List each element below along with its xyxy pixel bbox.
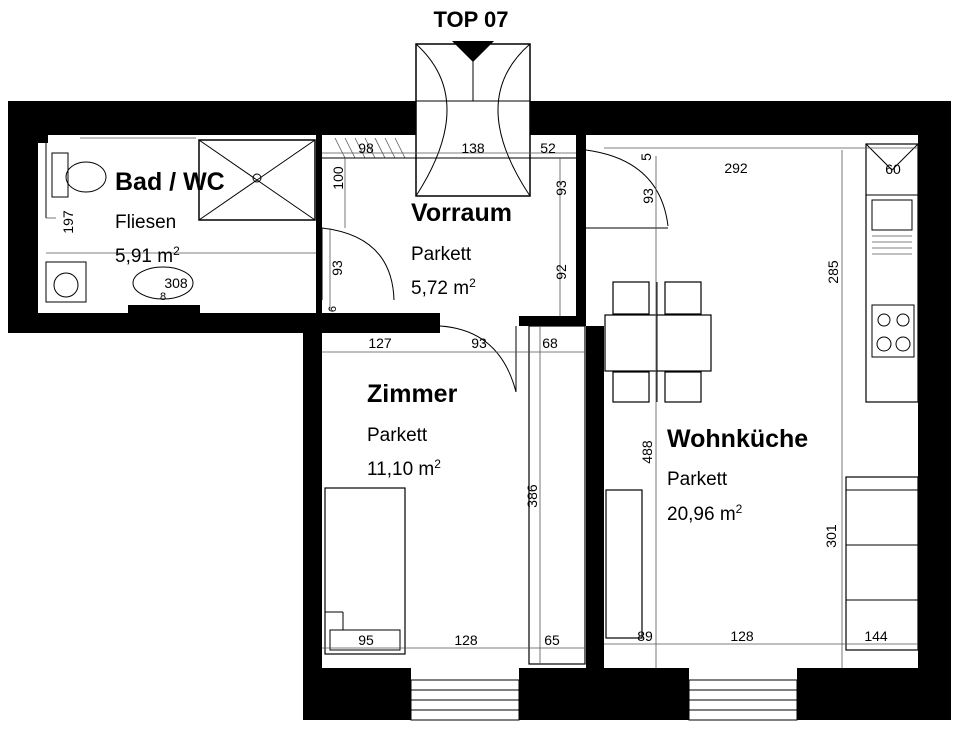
- wardrobe: [605, 489, 643, 639]
- dim-label: 8: [160, 291, 166, 303]
- washing-machine-icon: [45, 261, 87, 303]
- kitchen-counter: [865, 143, 919, 403]
- dim-label: 93: [553, 180, 569, 196]
- room-wohnkueche: Wohnküche Parkett 20,96 m2: [667, 425, 808, 525]
- dim-label: 127: [368, 335, 392, 351]
- bedroom-furniture: [322, 325, 586, 665]
- room-area-wohnkueche: 20,96 m2: [667, 502, 743, 525]
- unit-label: TOP 07: [433, 7, 508, 32]
- vorraum-details: [322, 137, 669, 393]
- stove-icon: [871, 304, 915, 358]
- room-name-zimmer: Zimmer: [367, 380, 458, 408]
- dim-label: 3: [922, 628, 930, 644]
- room-bad: Bad / WC Fliesen 5,91 m2: [115, 168, 225, 267]
- dim-label: 6: [327, 306, 339, 312]
- dim-label: 92: [553, 264, 569, 280]
- dim-label: 197: [60, 210, 76, 234]
- room-floor-vorraum: Parkett: [411, 244, 472, 265]
- room-floor-zimmer: Parkett: [367, 425, 428, 446]
- entrance-arrow-icon: [452, 41, 494, 62]
- entrance-marker: TOP 07: [433, 7, 509, 62]
- dim-label: 488: [639, 440, 655, 464]
- dim-label: 65: [544, 632, 560, 648]
- room-name-wohnkueche: Wohnküche: [667, 425, 808, 453]
- entrance-door: [415, 43, 531, 197]
- pillow: [329, 629, 401, 651]
- room-area-bad: 5,91 m2: [115, 244, 180, 267]
- dining-table: [604, 314, 712, 372]
- dim-label: 128: [454, 632, 478, 648]
- room-floor-wohnkueche: Parkett: [667, 469, 728, 490]
- room-area-zimmer: 11,10 m2: [367, 457, 441, 480]
- sink-icon: [132, 266, 194, 300]
- dim-label: 93: [640, 188, 656, 204]
- dim-label: 93: [329, 260, 345, 276]
- room-name-vorraum: Vorraum: [411, 199, 512, 227]
- dim-label: 144: [864, 628, 888, 644]
- dim-label: 68: [542, 335, 558, 351]
- closet: [528, 325, 586, 665]
- dim-label: 308: [164, 275, 188, 291]
- dim-label: 95: [358, 632, 374, 648]
- sofa: [845, 476, 919, 651]
- dim-label: 52: [540, 140, 556, 156]
- room-floor-bad: Fliesen: [115, 212, 176, 233]
- dim-label: 89: [637, 628, 653, 644]
- dim-label: 60: [885, 161, 901, 177]
- bed: [324, 487, 406, 655]
- kitchen-furniture: [604, 143, 919, 668]
- dim-label: 93: [471, 335, 487, 351]
- dimension-labels: 98 138 52 5 292 60 100 93 93 93 92 285 1…: [60, 140, 930, 648]
- toilet-icon: [65, 161, 107, 193]
- toilet-tank-icon: [51, 152, 69, 198]
- room-vorraum: Vorraum Parkett 5,72 m2: [411, 199, 512, 299]
- walls: [8, 101, 951, 720]
- dim-label: 292: [724, 160, 748, 176]
- dim-label: 285: [825, 260, 841, 284]
- dim-label: 5: [638, 153, 654, 161]
- windows: [410, 679, 798, 721]
- dim-label: 301: [823, 524, 839, 548]
- room-zimmer: Zimmer Parkett 11,10 m2: [367, 380, 458, 480]
- bathroom-fixtures: [45, 137, 395, 313]
- dim-label: 138: [461, 140, 485, 156]
- dim-label: 98: [358, 140, 374, 156]
- shower-drain-icon: [252, 173, 262, 183]
- dim-label: 100: [330, 166, 346, 190]
- kitchen-sink-icon: [871, 199, 913, 231]
- room-name-bad: Bad / WC: [115, 168, 225, 196]
- room-area-vorraum: 5,72 m2: [411, 276, 476, 299]
- dim-label: 128: [730, 628, 754, 644]
- dim-label: 386: [524, 484, 540, 508]
